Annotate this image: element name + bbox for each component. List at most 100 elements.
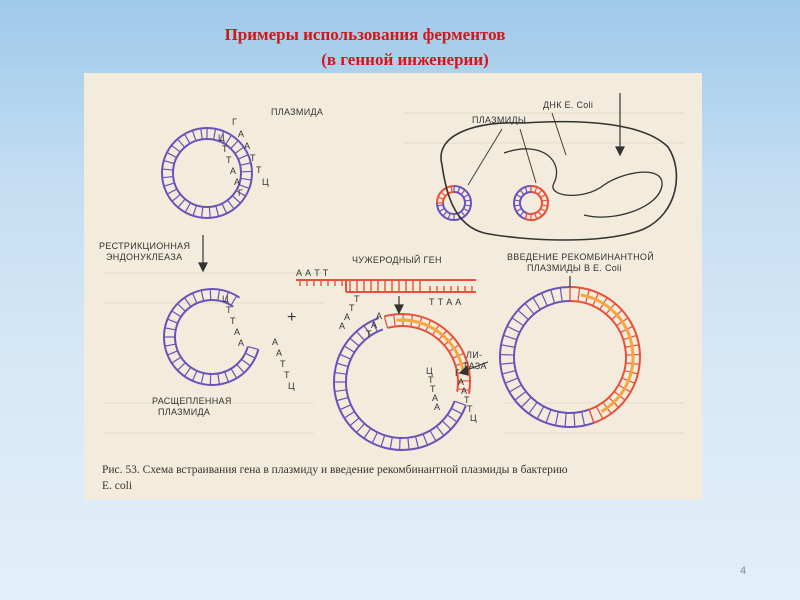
flow-arrows	[198, 93, 625, 376]
recombinant-plasmid-ring-rung	[454, 400, 467, 406]
base-letter: Г	[455, 368, 460, 378]
original-plasmid-ring-rung	[163, 160, 175, 165]
recombinant-plasmid-ring-rung	[436, 425, 445, 436]
final-recombinant-ring-rung	[524, 302, 535, 315]
diagram-canvas: ПЛАЗМИДА РЕСТРИКЦИОННАЯ ЭНДОНУКЛЕАЗА РАС…	[99, 93, 684, 492]
recombinant-plasmid-ring-rung	[451, 407, 463, 415]
original-plasmid-ring-rung	[171, 193, 181, 202]
ecoli-plasmid-ring-rung	[464, 204, 471, 207]
gene-engineering-figure: ПЛАЗМИДА РЕСТРИКЦИОННАЯ ЭНДОНУКЛЕАЗА РАС…	[84, 73, 702, 500]
final-recombinant-ring-strand	[499, 286, 595, 428]
base-letter: Т	[464, 395, 470, 405]
foreign-gene-label: ЧУЖЕРОДНЫЙ ГЕН	[352, 254, 442, 265]
base-letter: Т	[284, 370, 290, 380]
ecoli-plasmid-ring-rung	[437, 196, 444, 200]
ecoli-plasmid-ring-rung	[442, 211, 448, 217]
cleaved-plasmid-ring-rung	[224, 371, 229, 383]
recombinant-plasmid-ring-rung	[344, 345, 355, 353]
final-recombinant-ring-rung	[500, 344, 515, 348]
cleaved-plasmid-ring-rung	[200, 290, 205, 302]
final-recombinant-ring	[499, 286, 641, 428]
recombinant-plasmid-ring-rung	[383, 316, 389, 329]
ligase-label-line1: ЛИ-	[466, 350, 482, 360]
recombinant-plasmid-ring-rung	[336, 396, 349, 402]
cleaved-plasmid-ring-rung	[183, 366, 192, 377]
cleaved-plasmid-ring-rung	[191, 370, 198, 382]
original-plasmid-ring-rung	[235, 189, 246, 197]
ecoli-plasmid-ring-rung	[514, 199, 521, 202]
final-recombinant-ring-rung	[511, 317, 524, 327]
ecoli-plasmid-ring-rung	[540, 193, 547, 199]
original-plasmid-ring-rung	[191, 130, 197, 142]
base-letter: А	[339, 321, 345, 331]
final-recombinant-ring-rung	[520, 396, 532, 408]
base-letter: Т	[280, 359, 286, 369]
insert-highlight	[580, 293, 635, 413]
original-plasmid-ring-rung	[237, 154, 249, 160]
ecoli-plasmid-ring-rung	[537, 189, 543, 195]
base-letter: А	[234, 177, 240, 187]
ecoli-plasmid-ring-rung	[515, 193, 522, 199]
dna-ecoli-label: ДНК E. Coli	[543, 100, 593, 110]
base-letter: Т	[256, 165, 262, 175]
original-plasmid-ring-rung	[162, 175, 174, 179]
base-letter: А	[238, 338, 244, 348]
base-letter: Ц	[470, 413, 477, 423]
recombinant-plasmid-ring-rung	[380, 435, 386, 447]
base-letter: Т	[349, 303, 355, 313]
ecoli-plasmid-ring-strand	[519, 191, 532, 215]
final-recombinant-ring-rung	[517, 309, 529, 320]
final-recombinant-ring-rung	[588, 409, 595, 423]
base-letter: А	[238, 129, 244, 139]
final-recombinant-ring-rung	[532, 297, 541, 310]
base-letter: Ц	[262, 177, 269, 187]
final-recombinant-ring-rung	[528, 401, 538, 414]
final-recombinant-ring-strand	[513, 300, 590, 414]
base-letter: Т	[250, 153, 256, 163]
cleaved-plasmid-ring-rung	[230, 368, 238, 379]
base-letter: Ц	[218, 133, 225, 143]
original-plasmid-ring-rung	[231, 195, 241, 204]
recombinant-plasmid-ring-rung	[356, 331, 365, 341]
caption-line2: E. coli	[102, 480, 132, 492]
recombinant-plasmid-ring-rung	[393, 314, 396, 327]
cleaved-plasmid-ring-rung	[244, 352, 256, 359]
ecoli-plasmid-ring-strand	[442, 191, 466, 215]
ecoli-plasmid-ring-rung	[537, 211, 543, 217]
original-plasmid-ring-rung	[234, 146, 245, 154]
recombinant-plasmid-ring-rung	[407, 437, 410, 450]
recombinant-plasmid-ring-strand	[384, 313, 471, 394]
recombinant-plasmid-ring	[333, 313, 471, 451]
cleaved-plasmid-ring-rung	[171, 310, 182, 318]
base-letter: Ц	[288, 381, 295, 391]
base-letter: Ц	[426, 366, 433, 376]
pointer-line	[551, 112, 567, 156]
ecoli-plasmid-ring-rung	[514, 204, 521, 207]
ecoli-plasmid-ring-rung	[524, 213, 528, 220]
ecoli-plasmid-ring-rung	[519, 189, 525, 195]
final-recombinant-ring-rung	[503, 334, 517, 341]
ecoli-plasmid-ring	[513, 185, 549, 221]
original-plasmid-ring-rung	[230, 140, 239, 149]
original-plasmid-ring-rung	[225, 134, 233, 145]
cleaved-plasmid-ring-rung	[217, 289, 221, 301]
plus-sign: +	[287, 309, 296, 326]
ecoli-plasmid-ring-strand	[442, 191, 455, 204]
intro-label-line1: ВВЕДЕНИЕ РЕКОМБИНАНТНОЙ	[507, 251, 654, 262]
slide-subtitle: (в генной инженерии)	[321, 50, 489, 69]
recombinant-plasmid-ring-rung	[336, 362, 349, 368]
base-letter: А	[432, 393, 438, 403]
recombinant-plasmid-ring-strand	[333, 317, 467, 451]
ecoli-plasmid-ring-rung	[524, 186, 528, 193]
cleaved-plasmid-ring-strand	[174, 299, 249, 375]
pointer-line	[467, 128, 503, 186]
original-plasmid-ring-strand	[161, 127, 253, 219]
base-letter: А	[230, 166, 236, 176]
base-letter: Т	[354, 294, 360, 304]
base-letter: А	[461, 386, 467, 396]
cleaved-plasmid-ring-rung	[191, 292, 198, 304]
foreign-gene	[296, 279, 476, 293]
recombinant-plasmid-ring-rung	[339, 404, 352, 411]
cleaved-plasmid-ring-rung	[224, 291, 229, 303]
